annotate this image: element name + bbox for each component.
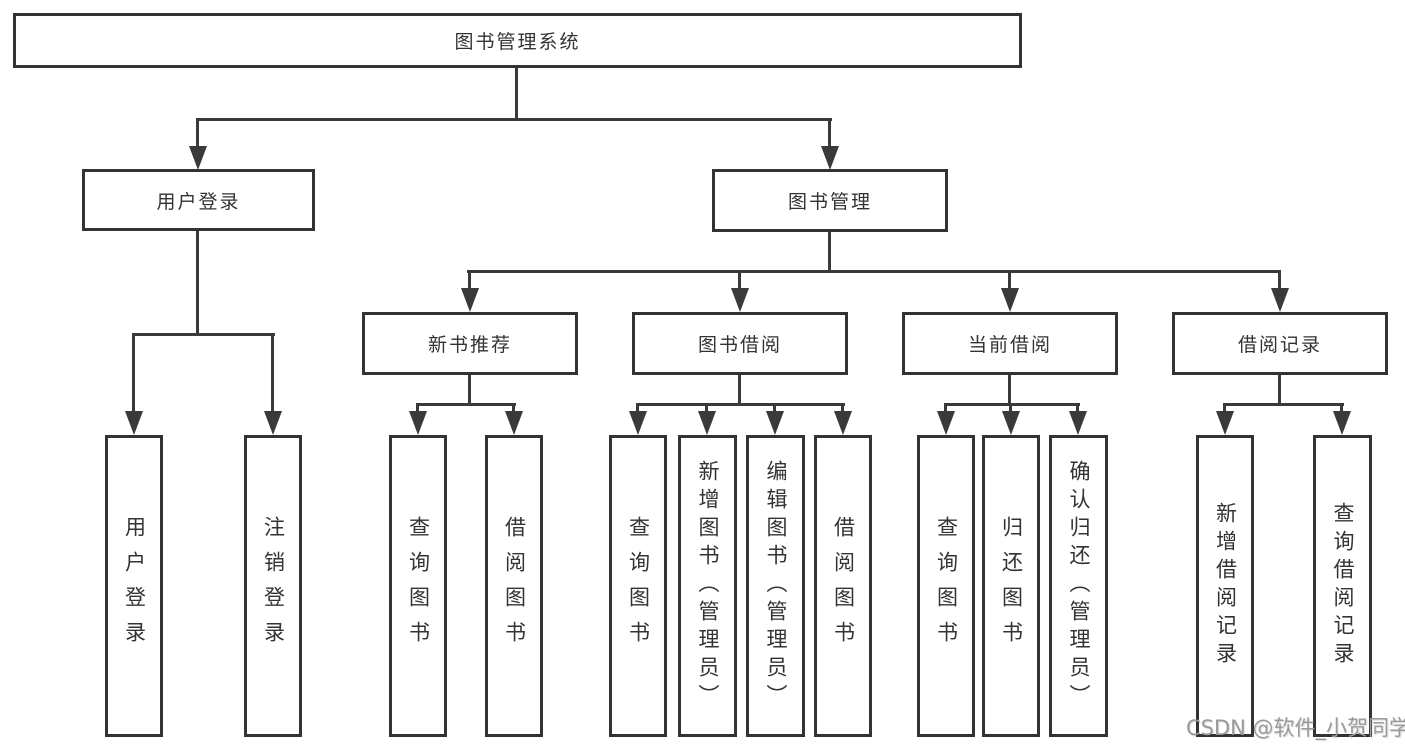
connector-line-h bbox=[636, 403, 845, 406]
arrowhead-down-icon bbox=[731, 288, 749, 312]
arrowhead-down-icon bbox=[264, 411, 282, 435]
connector-line-v bbox=[1008, 375, 1011, 405]
connector-line-v bbox=[468, 270, 471, 290]
arrowhead-down-icon bbox=[1001, 288, 1019, 312]
leaf-borrow-books-recommend: 借阅图书 bbox=[485, 435, 543, 737]
connector-line-h bbox=[944, 403, 1080, 406]
leaf-add-borrow-record: 新增借阅记录 bbox=[1196, 435, 1254, 737]
leaf-borrow-books: 借阅图书 bbox=[814, 435, 872, 737]
connector-line-v bbox=[1278, 375, 1281, 405]
connector-line-v bbox=[773, 403, 776, 413]
node-borrow-records: 借阅记录 bbox=[1172, 312, 1388, 375]
arrowhead-down-icon bbox=[1333, 411, 1351, 435]
arrowhead-down-icon bbox=[125, 411, 143, 435]
leaf-query-books-recommend: 查询图书 bbox=[389, 435, 447, 737]
arrowhead-down-icon bbox=[505, 411, 523, 435]
arrowhead-down-icon bbox=[409, 411, 427, 435]
connector-line-v bbox=[636, 403, 639, 413]
leaf-logout: 注销登录 bbox=[244, 435, 302, 737]
connector-line-v bbox=[828, 118, 831, 148]
leaf-user-login: 用户登录 bbox=[105, 435, 163, 737]
connector-line-v bbox=[416, 403, 419, 413]
node-new-book-recommend: 新书推荐 bbox=[362, 312, 578, 375]
arrowhead-down-icon bbox=[821, 146, 839, 170]
connector-line-h bbox=[196, 118, 832, 121]
connector-line-v bbox=[1076, 403, 1079, 413]
arrowhead-down-icon bbox=[1271, 288, 1289, 312]
leaf-return-book: 归还图书 bbox=[982, 435, 1040, 737]
connector-line-h bbox=[1223, 403, 1344, 406]
connector-line-v bbox=[515, 68, 518, 120]
arrowhead-down-icon bbox=[766, 411, 784, 435]
leaf-edit-book-admin: 编辑图书（管理员） bbox=[746, 435, 805, 737]
connector-line-v bbox=[944, 403, 947, 413]
connector-line-v bbox=[828, 232, 831, 272]
leaf-query-borrow-record: 查询借阅记录 bbox=[1313, 435, 1372, 737]
arrowhead-down-icon bbox=[1216, 411, 1234, 435]
arrowhead-down-icon bbox=[937, 411, 955, 435]
node-book-borrow: 图书借阅 bbox=[632, 312, 848, 375]
arrowhead-down-icon bbox=[1069, 411, 1087, 435]
arrowhead-down-icon bbox=[698, 411, 716, 435]
arrowhead-down-icon bbox=[834, 411, 852, 435]
leaf-query-books-borrow: 查询图书 bbox=[609, 435, 667, 737]
connector-line-h bbox=[467, 270, 1281, 273]
connector-line-v bbox=[196, 118, 199, 148]
node-book-management: 图书管理 bbox=[712, 169, 948, 232]
connector-line-v bbox=[271, 333, 274, 413]
connector-line-h bbox=[416, 403, 516, 406]
connector-line-v bbox=[1223, 403, 1226, 413]
csdn-watermark: CSDN @软件_小贺同学 bbox=[1186, 716, 1405, 740]
node-user-login: 用户登录 bbox=[82, 169, 315, 231]
connector-line-v bbox=[196, 231, 199, 335]
arrowhead-down-icon bbox=[1002, 411, 1020, 435]
connector-line-v bbox=[512, 403, 515, 413]
node-library-management-system: 图书管理系统 bbox=[13, 13, 1022, 68]
connector-line-v bbox=[468, 375, 471, 405]
connector-line-v bbox=[1340, 403, 1343, 413]
connector-line-v bbox=[1278, 270, 1281, 290]
connector-line-v bbox=[705, 403, 708, 413]
leaf-add-book-admin: 新增图书（管理员） bbox=[678, 435, 737, 737]
leaf-confirm-return-admin: 确认归还（管理员） bbox=[1049, 435, 1108, 737]
leaf-query-books-current: 查询图书 bbox=[917, 435, 975, 737]
connector-line-v bbox=[738, 270, 741, 290]
connector-line-v bbox=[1009, 403, 1012, 413]
connector-line-h bbox=[132, 333, 275, 336]
connector-line-v bbox=[841, 403, 844, 413]
arrowhead-down-icon bbox=[189, 146, 207, 170]
connector-line-v bbox=[1008, 270, 1011, 290]
connector-line-v bbox=[738, 375, 741, 405]
arrowhead-down-icon bbox=[461, 288, 479, 312]
connector-line-v bbox=[132, 333, 135, 413]
arrowhead-down-icon bbox=[629, 411, 647, 435]
node-current-borrow: 当前借阅 bbox=[902, 312, 1118, 375]
